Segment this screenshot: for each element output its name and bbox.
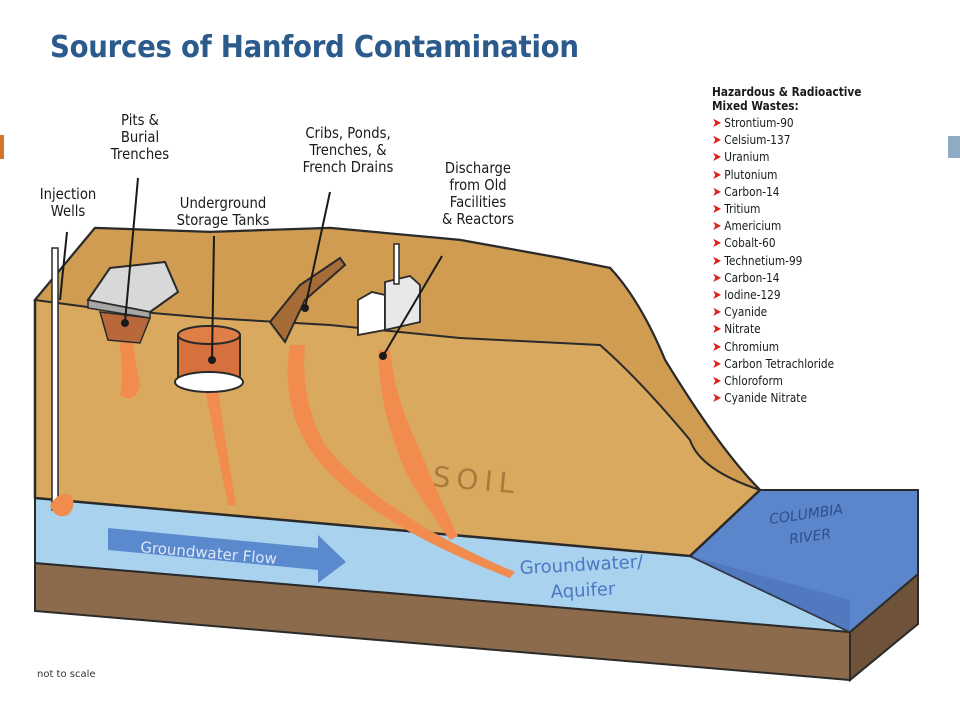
arrow-right-icon: ➤ (712, 150, 722, 166)
legend-item: ➤Technetium-99 (712, 253, 888, 270)
arrow-right-icon: ➤ (712, 356, 722, 372)
legend-item-label: Cyanide Nitrate (724, 391, 807, 406)
legend-item-label: Cobalt-60 (724, 236, 776, 251)
waste-legend: Hazardous & Radioactive Mixed Wastes: ➤S… (712, 85, 888, 407)
facility-stack (393, 243, 400, 285)
legend-item: ➤Chromium (712, 339, 888, 356)
legend-item: ➤Strontium-90 (712, 115, 888, 132)
arrow-right-icon: ➤ (712, 270, 722, 286)
soil-top-surface (33, 226, 761, 491)
legend-item-label: Tritium (724, 202, 761, 217)
label-cribs-ponds-text: Cribs, Ponds, Trenches, & French Drains (302, 124, 394, 176)
legend-list: ➤Strontium-90➤Celsium-137➤Uranium➤Pluton… (712, 115, 888, 407)
legend-item-label: Celsium-137 (724, 133, 791, 148)
columbia-river-label-line2: RIVER (788, 526, 832, 548)
plume-discharge (378, 350, 458, 540)
legend-item-label: Plutonium (724, 167, 778, 182)
legend-item-label: Carbon-14 (724, 270, 780, 285)
facility-building (357, 291, 386, 337)
arrow-right-icon: ➤ (712, 116, 722, 131)
scale-note: not to scale (37, 669, 96, 680)
arrow-right-icon: ➤ (712, 322, 722, 338)
legend-item: ➤Cyanide (712, 304, 888, 321)
legend-item: ➤Carbon-14 (712, 184, 888, 201)
label-discharge-text: Discharge from Old Facilities & Reactors (441, 159, 515, 228)
arrow-right-icon: ➤ (712, 288, 722, 304)
label-pits-trenches-text: Pits & Burial Trenches (110, 111, 170, 163)
burial-trench-pit (98, 311, 152, 344)
legend-item: ➤Uranium (712, 149, 888, 166)
legend-item-label: Carbon-14 (724, 184, 780, 199)
groundwater-flow-arrow (108, 528, 346, 583)
legend-item: ➤Carbon Tetrachloride (712, 356, 888, 373)
arrow-right-icon: ➤ (712, 391, 722, 407)
label-storage-tanks-text: Underground Storage Tanks (176, 194, 270, 229)
facility-tower (384, 275, 421, 332)
legend-item-label: Chloroform (724, 374, 783, 389)
label-injection-wells: Injection Wells (33, 186, 103, 220)
legend-item: ➤Iodine-129 (712, 287, 888, 304)
pointer-cribs-ponds (304, 191, 331, 309)
injection-well-pipe (51, 247, 59, 511)
legend-item-label: Strontium-90 (724, 116, 794, 130)
pointer-pits-trenches (124, 177, 139, 323)
legend-item: ➤Plutonium (712, 167, 888, 184)
legend-item-label: Iodine-129 (724, 288, 781, 303)
crib-pond (268, 256, 347, 344)
pointer-injection-wells (59, 231, 68, 301)
legend-item: ➤Tritium (712, 201, 888, 218)
label-injection-wells-text: Injection Wells (39, 185, 97, 220)
groundwater-aquifer-label-line2: Aquifer (550, 579, 616, 603)
legend-item: ➤Cobalt-60 (712, 235, 888, 252)
arrow-right-icon: ➤ (712, 219, 722, 235)
legend-item: ➤Americium (712, 218, 888, 235)
label-cribs-ponds: Cribs, Ponds, Trenches, & French Drains (295, 125, 401, 176)
pointer-storage-tanks (211, 235, 215, 361)
arrow-right-icon: ➤ (712, 339, 722, 355)
arrow-right-icon: ➤ (712, 374, 722, 390)
label-discharge: Discharge from Old Facilities & Reactors (434, 160, 522, 228)
legend-item: ➤Cyanide Nitrate (712, 390, 888, 407)
legend-item-label: Americium (724, 219, 782, 234)
arrow-right-icon: ➤ (712, 133, 722, 149)
arrow-right-icon: ➤ (712, 202, 722, 218)
arrow-right-icon: ➤ (712, 236, 722, 252)
arrow-right-icon: ➤ (712, 305, 722, 321)
plume-cribs-ponds (287, 345, 515, 578)
pointer-discharge (382, 255, 443, 357)
plume-injection-well (50, 493, 74, 517)
label-storage-tanks: Underground Storage Tanks (175, 195, 272, 229)
legend-item: ➤Celsium-137 (712, 132, 888, 149)
legend-item-label: Nitrate (724, 322, 761, 337)
soil-label: SOIL (431, 460, 521, 501)
arrow-right-icon: ➤ (712, 253, 722, 269)
arrow-right-icon: ➤ (712, 184, 722, 200)
columbia-river-face (690, 556, 850, 632)
legend-item-label: Uranium (724, 150, 770, 165)
legend-item-label: Cyanide (724, 305, 768, 320)
legend-title: Hazardous & Radioactive Mixed Wastes: (712, 85, 862, 113)
legend-item-label: Chromium (724, 339, 780, 354)
plume-storage-tank (205, 390, 236, 505)
page-title: Sources of Hanford Contamination (50, 30, 579, 65)
label-pits-trenches: Pits & Burial Trenches (105, 112, 175, 163)
right-edge-accent (948, 136, 960, 158)
storage-tank-base (174, 371, 244, 393)
legend-item: ➤Nitrate (712, 321, 888, 338)
arrow-right-icon: ➤ (712, 167, 722, 183)
legend-item: ➤Chloroform (712, 373, 888, 390)
plume-pits-trenches (118, 335, 140, 399)
legend-item-label: Carbon Tetrachloride (724, 356, 835, 371)
left-edge-accent (0, 135, 4, 159)
storage-tank-top (177, 325, 241, 345)
legend-item-label: Technetium-99 (724, 253, 803, 268)
legend-item: ➤Carbon-14 (712, 270, 888, 287)
